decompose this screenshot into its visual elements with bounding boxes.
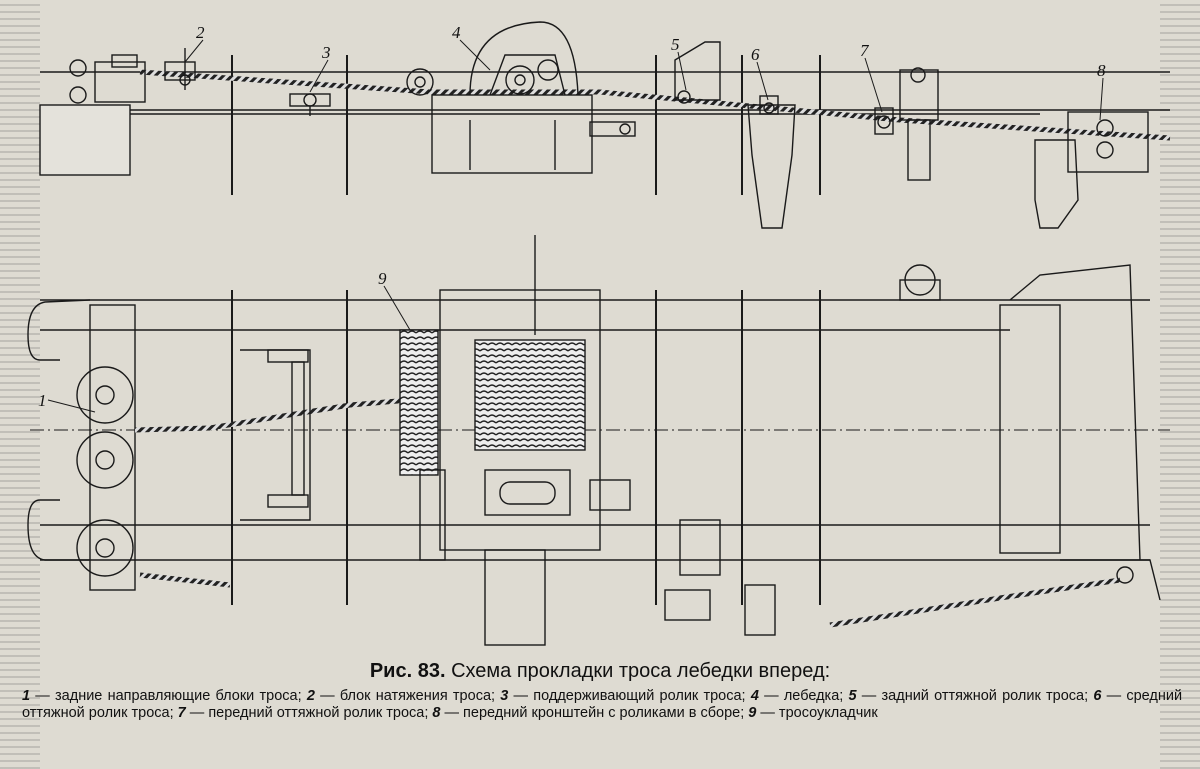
support-bracket-plan xyxy=(240,349,311,521)
legend-item: 8 — передний кронштейн с роликами в сбор… xyxy=(432,705,745,721)
winch-cable-diagram: 1 2 3 4 5 6 7 8 9 xyxy=(27,21,1171,646)
legend-item: 5 — задний оттяжной ролик троса; xyxy=(848,688,1089,704)
side-view xyxy=(39,21,1171,229)
callout-5: 5 xyxy=(671,35,680,54)
figure-caption: Рис. 83. Схема прокладки троса лебедки в… xyxy=(0,660,1200,683)
right-bleed-texture xyxy=(1160,0,1200,769)
figure-legend: 1 — задние направляющие блоки троса; 2 —… xyxy=(22,688,1182,722)
figure-title: Схема прокладки троса лебедки вперед: xyxy=(451,660,831,682)
middle-deflector-roller xyxy=(747,95,796,229)
legend-item: 3 — поддерживающий ролик троса; xyxy=(500,688,746,704)
callout-1: 1 xyxy=(38,391,47,410)
legend-item: 6 — средний оттяжной ролик троса; xyxy=(22,688,1183,721)
callout-7: 7 xyxy=(860,41,870,60)
rear-deflector-roller xyxy=(674,41,721,104)
cable-layer xyxy=(399,235,631,646)
rear-guide-pulleys xyxy=(27,299,136,591)
callout-2: 2 xyxy=(196,23,205,42)
support-roller xyxy=(289,93,331,116)
callout-8: 8 xyxy=(1097,61,1106,80)
rear-pulley-blocks xyxy=(69,54,146,104)
left-bleed-texture xyxy=(0,0,40,769)
tension-block xyxy=(164,48,196,90)
deflector-plan xyxy=(664,519,776,636)
plan-view xyxy=(27,235,1170,646)
legend-item: 7 — передний оттяжной ролик троса; xyxy=(177,705,429,721)
legend-item: 2 — блок натяжения троса; xyxy=(306,688,496,704)
front-bracket-plan xyxy=(899,264,1161,601)
winch-side xyxy=(406,21,636,174)
figure-number: Рис. 83. xyxy=(369,660,446,682)
callout-9: 9 xyxy=(378,269,387,288)
legend-item: 1 — задние направляющие блоки троса; xyxy=(22,688,302,704)
front-deflector-roller xyxy=(874,67,939,181)
legend-item: 4 — лебедка; xyxy=(750,688,844,704)
callout-6: 6 xyxy=(751,45,760,64)
callout-4: 4 xyxy=(452,23,461,42)
front-bracket-assembly xyxy=(1034,111,1149,229)
legend-item: 9 — тросоукладчик xyxy=(748,705,878,721)
callout-3: 3 xyxy=(321,43,331,62)
